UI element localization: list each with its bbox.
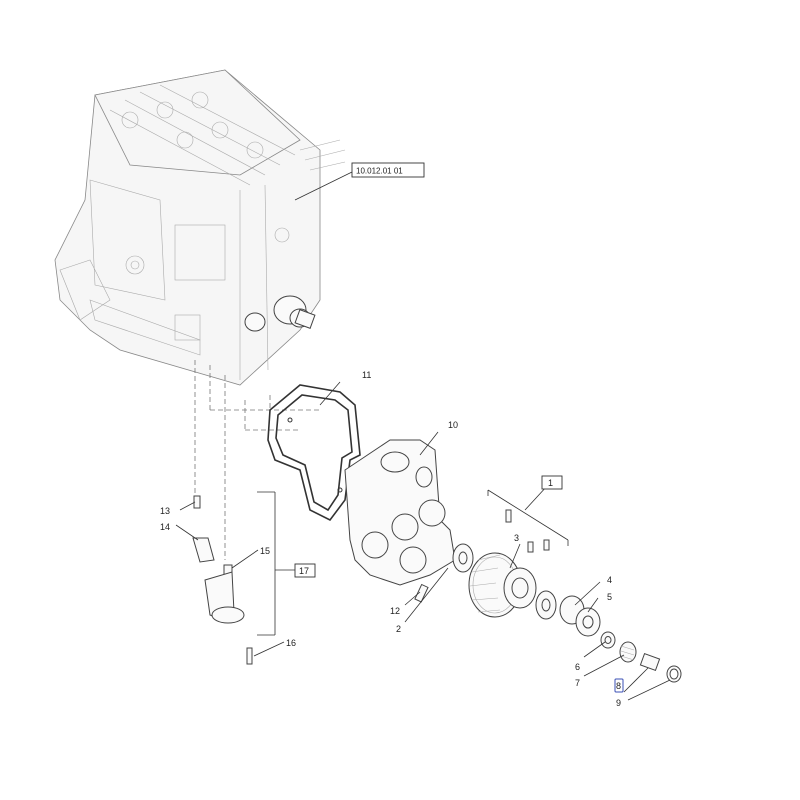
spring[interactable] [619,641,637,663]
oil-pickup[interactable] [204,564,245,624]
callout-13: 13 [160,506,170,516]
pickup-stud[interactable] [193,495,201,509]
callout-3: 3 [514,533,519,543]
alignment-lines [194,360,320,560]
callout-8-highlight [614,678,624,693]
engine-block [54,69,346,386]
thrust-washer[interactable] [452,543,474,573]
callout-7: 7 [575,678,580,688]
callout-16: 16 [286,638,296,648]
hub-plate[interactable] [559,595,601,637]
pins [505,509,550,553]
bushing[interactable] [535,590,557,620]
callout-4: 4 [607,575,612,585]
reference-callout[interactable]: 10.012.01 01 [294,162,425,201]
gasket[interactable] [267,384,361,522]
callout-12: 12 [390,606,400,616]
callout-2: 2 [396,624,401,634]
callout-numbers: 1 2 3 4 5 6 7 8 9 10 11 12 13 14 15 16 1… [160,370,624,708]
reference-label: 10.012.01 01 [356,167,403,176]
callout-14: 14 [160,522,170,532]
callout-10: 10 [448,420,458,430]
bolt-16[interactable] [246,647,253,665]
leader-lines [175,381,671,701]
callout-8: 8 [616,681,621,691]
front-plate[interactable] [344,439,456,586]
pickup-tube-14[interactable] [192,537,215,563]
small-washer[interactable] [600,631,616,649]
callout-6: 6 [575,662,580,672]
callout-5: 5 [607,592,612,602]
o-ring[interactable] [666,665,682,683]
idler-gear[interactable] [468,552,537,618]
callout-17: 17 [299,566,309,576]
bolt-8[interactable] [639,652,661,672]
bolt-12[interactable] [414,583,429,603]
callout-1: 1 [548,478,553,488]
callout-11: 11 [362,370,371,380]
callout-9: 9 [616,698,621,708]
callout-17-bracket [257,491,316,636]
callout-15: 15 [260,546,270,556]
callout-1-bracket [487,475,569,546]
